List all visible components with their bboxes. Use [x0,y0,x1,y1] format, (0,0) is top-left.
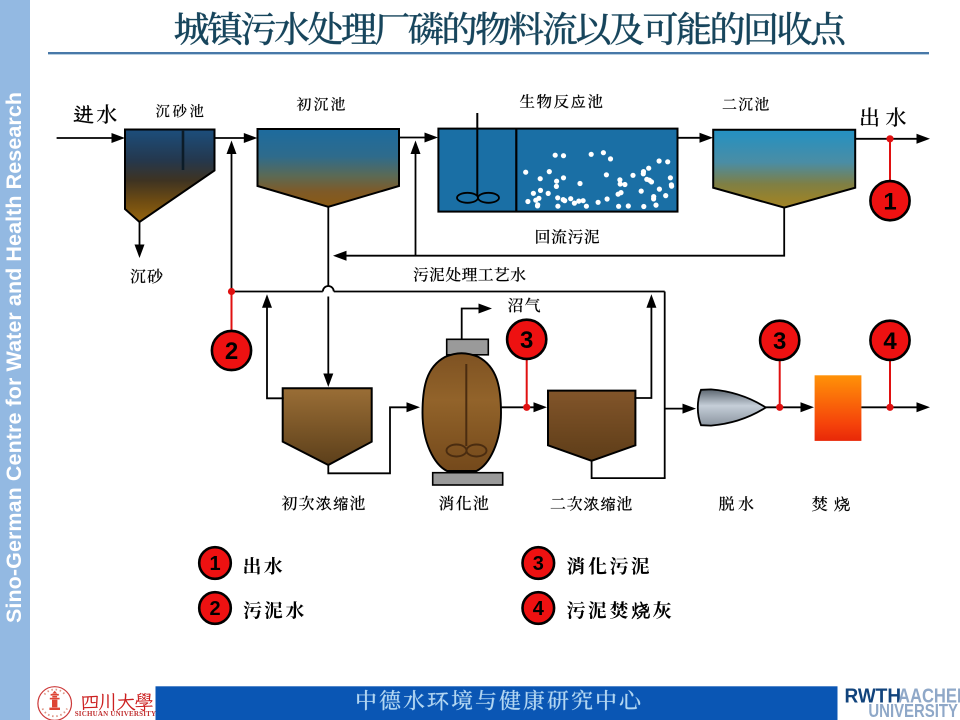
svg-text:4: 4 [883,328,897,355]
svg-text:3: 3 [520,327,533,354]
svg-text:1: 1 [883,188,896,215]
svg-text:2: 2 [209,598,220,620]
svg-text:3: 3 [533,553,544,575]
svg-text:RWTH: RWTH [845,685,902,708]
svg-text:1: 1 [209,553,220,575]
svg-text:AACHEN: AACHEN [898,684,960,707]
svg-text:UNIVERSITY: UNIVERSITY [868,701,958,720]
svg-text:2: 2 [225,338,238,365]
svg-text:4: 4 [533,598,545,620]
svg-text:SICHUAN UNIVERSITY: SICHUAN UNIVERSITY [75,710,157,718]
svg-text:3: 3 [773,328,786,355]
